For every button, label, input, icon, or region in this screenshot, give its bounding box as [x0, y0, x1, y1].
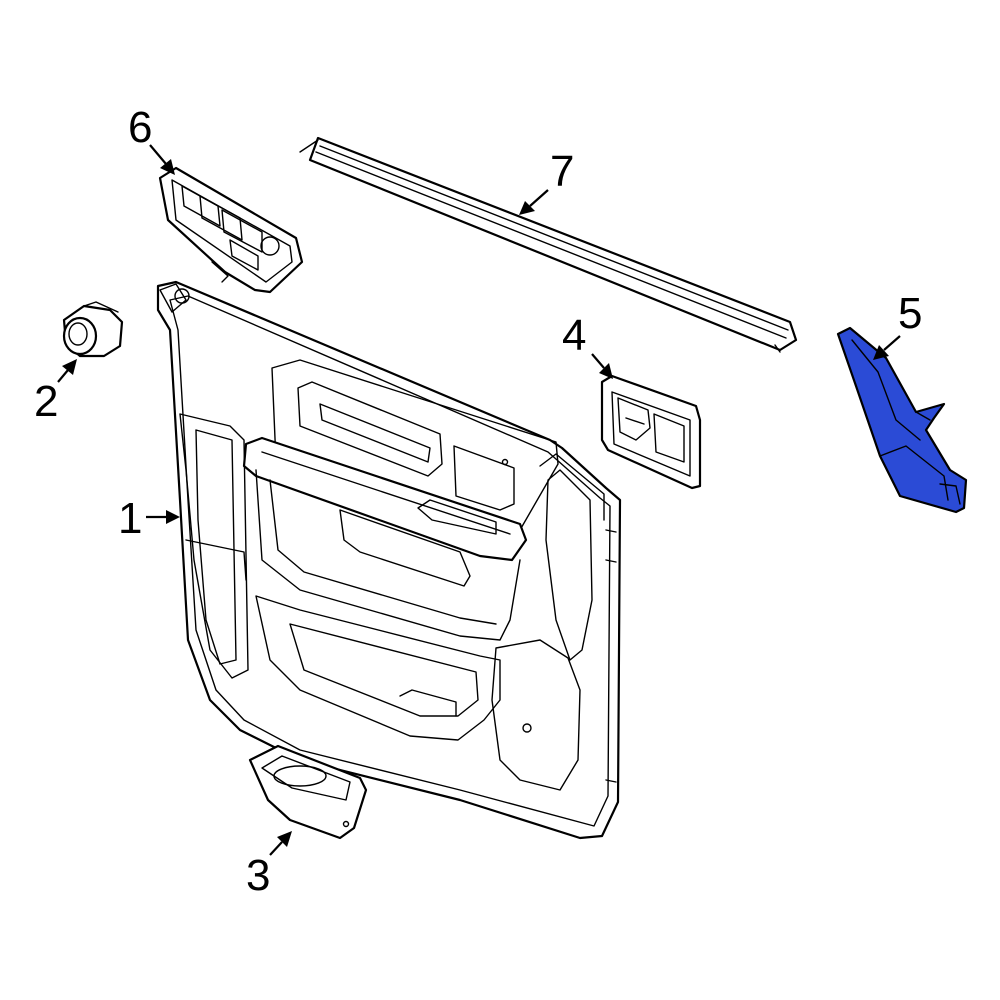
callout-3: 3: [246, 851, 270, 900]
door-trim-panel[interactable]: [156, 280, 622, 840]
callout-4: 4: [562, 311, 586, 360]
callout-leaders: [57, 144, 901, 856]
trim-panel-end-cap[interactable]: [836, 326, 968, 514]
callout-2: 2: [34, 377, 58, 426]
highlight-fill: [836, 326, 968, 514]
belt-weatherstrip[interactable]: [299, 136, 798, 353]
callout-6: 6: [128, 103, 152, 152]
push-pin-retainer[interactable]: [62, 301, 124, 358]
window-switch-bezel[interactable]: [158, 166, 304, 294]
callout-5: 5: [898, 289, 922, 338]
door-pocket-bin[interactable]: [248, 744, 368, 840]
callout-labels: 1 2 3 4 5 6 7: [34, 103, 922, 900]
callout-1: 1: [118, 494, 142, 543]
callout-7: 7: [550, 147, 574, 196]
inside-handle-bezel[interactable]: [600, 374, 702, 490]
